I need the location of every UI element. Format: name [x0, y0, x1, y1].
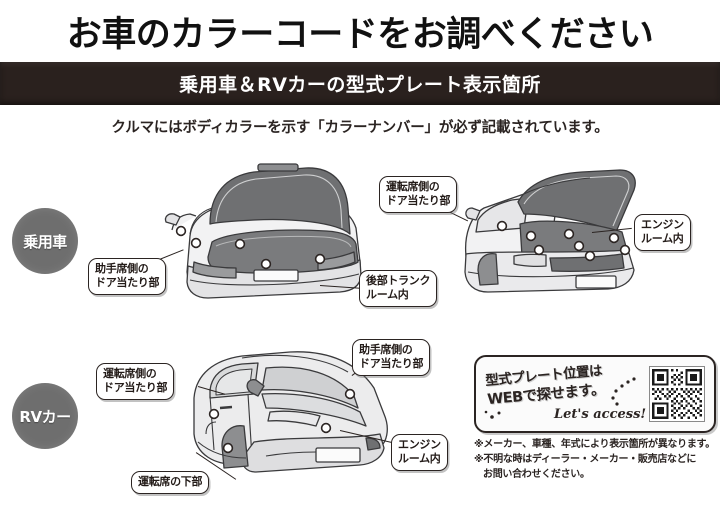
page-subtitle: 乗用車＆RVカーの型式プレート表示箇所	[179, 74, 541, 96]
callout-sedan-engine-room: エンジン ルーム内	[634, 214, 691, 251]
web-search-promo-box[interactable]: 型式プレート位置は WEBで探せます。 Let's access! »	[474, 355, 716, 433]
badge-sedan: 乗用車	[12, 208, 78, 274]
badge-rv-label: RVカー	[19, 407, 71, 426]
callout-rv-passenger-door-jamb: 助手席側の ドア当たり部	[352, 339, 431, 376]
callout-line-1: エンジン	[641, 218, 684, 231]
callout-line-1: 助手席側の	[359, 343, 413, 356]
footnote-2-line-2: お問い合わせください。	[483, 469, 590, 480]
callout-sedan-driver-door-jamb: 運転席側の ドア当たり部	[379, 176, 458, 213]
callout-line-1: 助手席側の	[95, 262, 149, 275]
sedan-rear-illustration	[164, 163, 362, 299]
sedan-front-illustration	[464, 169, 636, 293]
callout-sedan-passenger-door-jamb: 助手席側の ドア当たり部	[88, 258, 167, 295]
dot-flourish-icon	[484, 377, 636, 419]
badge-rv: RVカー	[12, 383, 78, 449]
subtitle-bar: 乗用車＆RVカーの型式プレート表示箇所	[0, 62, 720, 105]
plate-location-dots	[496, 220, 631, 262]
callout-line-2: ドア当たり部	[359, 356, 424, 370]
callout-sedan-rear-trunk-room: 後部トランク ルーム内	[359, 270, 438, 307]
callout-rv-under-driver-seat: 運転席の下部	[131, 471, 210, 494]
lead-text: クルマにはボディカラーを示す「カラーナンバー」が必ず記載されています。	[111, 120, 609, 136]
qr-code-icon[interactable]	[649, 366, 705, 422]
rv-illustration	[193, 351, 388, 473]
callout-line-2: ルーム内	[366, 287, 409, 301]
callout-line-1: 運転席の下部	[138, 475, 203, 488]
badge-sedan-label: 乗用車	[23, 232, 67, 251]
callout-line-2: ドア当たり部	[103, 380, 168, 394]
callout-line-1: エンジン	[398, 438, 441, 451]
callout-line-2: ドア当たり部	[386, 193, 451, 207]
plate-location-dots	[208, 388, 356, 454]
footnote-1: ※メーカー、車種、年式により表示箇所が異なります。	[474, 439, 715, 450]
footnotes: ※メーカー、車種、年式により表示箇所が異なります。 ※不明な時はディーラー・メー…	[474, 437, 720, 482]
callout-rv-engine-room: エンジン ルーム内	[391, 434, 448, 471]
callout-line-2: ルーム内	[641, 231, 684, 245]
plate-location-dots	[175, 225, 326, 270]
callout-rv-driver-door-jamb: 運転席側の ドア当たり部	[96, 363, 175, 400]
footnote-2-line-1: ※不明な時はディーラー・メーカー・販売店などに	[474, 454, 697, 465]
callout-line-2: ドア当たり部	[95, 275, 160, 289]
callout-line-1: 運転席側の	[386, 180, 440, 193]
callout-line-1: 運転席側の	[103, 367, 157, 380]
callout-line-1: 後部トランク	[366, 274, 431, 287]
promo-access-label: Let's access! »	[554, 407, 659, 422]
page-title: お車のカラーコードをお調べください	[66, 14, 654, 55]
title-bar: お車のカラーコードをお調べください	[0, 0, 720, 62]
callout-line-2: ルーム内	[398, 451, 441, 465]
